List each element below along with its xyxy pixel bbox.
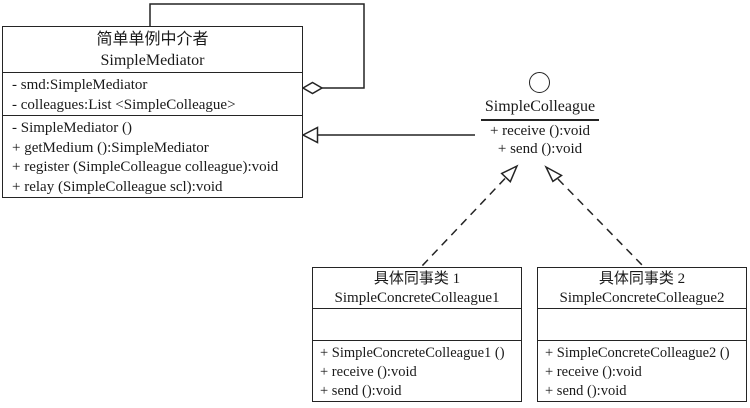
implements-line-1: [421, 177, 506, 267]
concrete1-title-en: SimpleConcreteColleague1: [334, 290, 500, 306]
self-aggregation-line: [149, 3, 365, 89]
concrete2-title: 具体同事类 2 SimpleConcreteColleague2: [538, 268, 746, 308]
method-line: + getMedium ():SimpleMediator: [12, 139, 209, 156]
concrete1-title-cn: 具体同事类 1: [373, 271, 461, 287]
simplemediator-attributes: - smd:SimpleMediator - colleagues:List <…: [3, 71, 302, 115]
realization-triangle-icon: [301, 126, 319, 144]
method-line: + receive ():void: [320, 364, 417, 380]
concrete1-attributes-empty: [313, 308, 521, 340]
interface-simplecolleague: SimpleColleague + receive ():void + send…: [440, 96, 640, 158]
simplemediator-title: 简单单例中介者 SimpleMediator: [3, 27, 302, 72]
simplemediator-title-cn: 简单单例中介者: [96, 31, 209, 48]
aggregation-diamond-icon: [301, 81, 324, 95]
interface-method-line: + send ():void: [497, 140, 583, 157]
concrete2-attributes-empty: [538, 308, 746, 340]
interface-lollipop-circle-icon: [529, 72, 550, 93]
interface-divider: [481, 119, 599, 121]
method-line: + register (SimpleColleague colleague):v…: [12, 159, 279, 175]
interface-name: SimpleColleague: [484, 98, 596, 115]
attribute-line: - smd:SimpleMediator: [12, 76, 148, 93]
concrete2-title-en: SimpleConcreteColleague2: [559, 290, 725, 306]
implements-arrow-2-icon: [544, 165, 563, 183]
concrete2-title-cn: 具体同事类 2: [598, 271, 686, 287]
concrete1-methods: + SimpleConcreteColleague1 () + receive …: [313, 340, 521, 401]
method-line: + relay (SimpleColleague scl):void: [12, 178, 223, 195]
method-line: + receive ():void: [545, 364, 642, 380]
simplemediator-methods: - SimpleMediator () + getMedium ():Simpl…: [3, 115, 302, 197]
method-line: + send ():void: [545, 383, 627, 399]
method-line: + send ():void: [320, 383, 402, 399]
implements-arrow-1-icon: [500, 164, 519, 183]
method-line: + SimpleConcreteColleague1 (): [320, 345, 505, 361]
attribute-line: - colleagues:List <SimpleColleague>: [12, 96, 236, 113]
class-simpleconcretecolleague2: 具体同事类 2 SimpleConcreteColleague2 + Simpl…: [537, 267, 747, 402]
simplemediator-title-en: SimpleMediator: [100, 52, 205, 69]
method-line: + SimpleConcreteColleague2 (): [545, 345, 730, 361]
concrete2-methods: + SimpleConcreteColleague2 () + receive …: [538, 340, 746, 401]
class-simplemediator: 简单单例中介者 SimpleMediator - smd:SimpleMedia…: [2, 26, 303, 198]
class-simpleconcretecolleague1: 具体同事类 1 SimpleConcreteColleague1 + Simpl…: [312, 267, 522, 402]
concrete1-title: 具体同事类 1 SimpleConcreteColleague1: [313, 268, 521, 308]
implements-line-2: [557, 178, 644, 267]
method-line: - SimpleMediator (): [12, 120, 132, 136]
interface-method-line: + receive ():void: [489, 123, 591, 139]
